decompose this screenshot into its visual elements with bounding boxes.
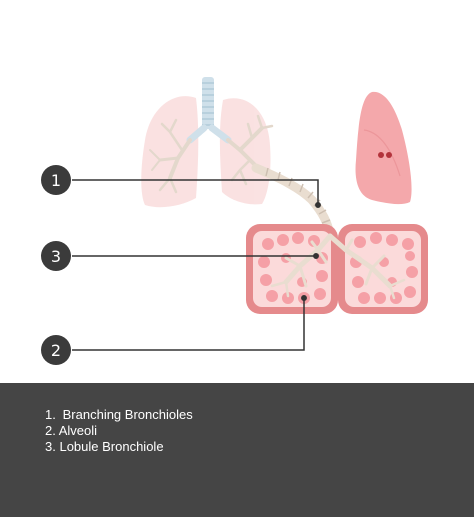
hilum-marker [378, 152, 384, 158]
faded-right-lung [141, 96, 199, 208]
lobule-left-interior [253, 231, 331, 307]
legend-item: 1. Branching Bronchioles [45, 407, 193, 423]
leader-dot-1 [315, 202, 321, 208]
marker-3: 3 [41, 241, 71, 271]
legend-item: 2. Alveoli [45, 423, 193, 439]
leader-lines [72, 179, 321, 351]
lung-side-view [355, 91, 412, 205]
legend-item-text: Alveoli [58, 423, 98, 438]
leader-dot-3 [313, 253, 319, 259]
legend-item-number: 1. [45, 407, 56, 422]
legend-item-text: Lobule Bronchiole [59, 439, 164, 454]
branching-bronchiole [251, 163, 335, 241]
leader-line-2 [72, 298, 305, 351]
lobule-right-interior [345, 231, 421, 307]
faded-left-lung [219, 98, 271, 205]
marker-2: 2 [41, 335, 71, 365]
marker-2-label: 2 [51, 341, 61, 360]
legend-item-number: 2. [45, 423, 56, 438]
legend-item-number: 3. [45, 439, 56, 454]
marker-3-label: 3 [51, 247, 61, 266]
leader-line-1 [72, 179, 319, 205]
legend-item-text: Branching Bronchioles [62, 407, 193, 422]
marker-1-label: 1 [51, 171, 61, 190]
legend-item: 3. Lobule Bronchiole [45, 439, 193, 455]
leader-dot-2 [301, 295, 307, 301]
lobule-bronchiole [270, 233, 406, 300]
legend-panel: 1. Branching Bronchioles 2. Alveoli 3. L… [0, 383, 474, 517]
lung-lobule-diagram: 1 3 2 [41, 77, 428, 365]
hilum-marker [386, 152, 392, 158]
trachea [186, 77, 232, 144]
marker-1: 1 [41, 165, 71, 195]
legend-list: 1. Branching Bronchioles 2. Alveoli 3. L… [45, 407, 193, 455]
